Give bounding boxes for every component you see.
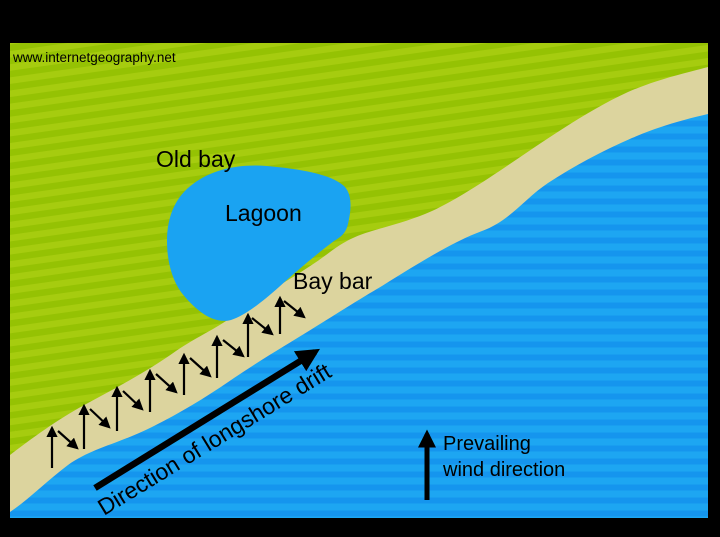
lagoon-water (167, 165, 351, 321)
backwash-arrows (57, 300, 306, 450)
watermark: www.internetgeography.net (12, 50, 176, 65)
prevailing-wind-label-line2: wind direction (442, 459, 565, 481)
backwash-arrow (222, 339, 245, 358)
prevailing-wind-label-line1: Prevailing (443, 433, 531, 455)
backwash-arrow (122, 390, 144, 411)
backwash-arrow (189, 357, 212, 378)
swash-arrows (46, 295, 286, 468)
old-bay-label: Old bay (156, 146, 236, 172)
backwash-arrow (251, 317, 274, 336)
sea-area (10, 114, 708, 518)
bay-bar-label: Bay bar (293, 268, 373, 294)
longshore-drift-arrow (93, 348, 320, 491)
backwash-arrow (57, 430, 79, 450)
lagoon-label: Lagoon (225, 200, 302, 226)
backwash-arrow (155, 373, 178, 394)
backwash-arrow (89, 408, 111, 429)
backwash-arrow (283, 300, 306, 319)
